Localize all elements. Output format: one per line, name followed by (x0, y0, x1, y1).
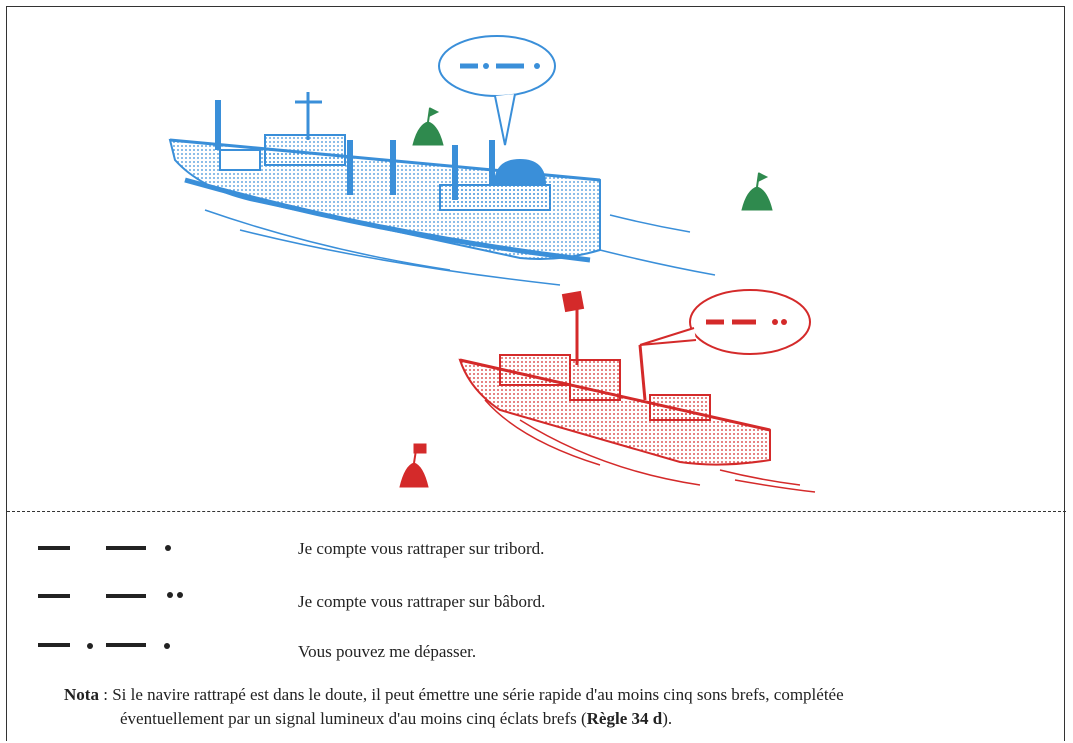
blue-ship (168, 92, 716, 286)
short-blast (164, 643, 170, 649)
short-blast (165, 545, 171, 551)
bubble-dot (781, 319, 787, 325)
nota-line-2: éventuellement par un signal lumineux d'… (64, 707, 1024, 731)
legend-row-tribord: Je compte vous rattraper sur tribord. (0, 535, 1073, 565)
short-blast (177, 592, 183, 598)
bubble-dot (772, 319, 778, 325)
green-buoy (741, 172, 773, 211)
legend-text-tribord: Je compte vous rattraper sur tribord. (298, 539, 545, 558)
illustration-scene (168, 35, 816, 493)
nota-line-2-b: ). (662, 709, 673, 728)
sound-signal-depasser (38, 643, 170, 649)
red-ship (458, 290, 816, 493)
nota-line-1: Si le navire rattrapé est dans le doute,… (112, 685, 844, 704)
sound-signal-tribord (38, 545, 171, 551)
red-ship-bubble (639, 289, 811, 355)
red-buoy (399, 443, 429, 488)
bubble-dot (534, 63, 540, 69)
nota-paragraph: Nota : Si le navire rattrapé est dans le… (64, 683, 1024, 731)
legend-row-babord: Je compte vous rattraper sur bâbord. (0, 588, 1073, 618)
legend-row-depasser: Vous pouvez me dépasser. (0, 638, 1073, 668)
blue-ship-bubble (438, 35, 556, 146)
figure-frame (6, 6, 1065, 741)
legend-text-depasser: Vous pouvez me dépasser. (298, 642, 477, 661)
nota-separator: : (98, 685, 113, 704)
nota-rule-reference: Règle 34 d (586, 709, 663, 728)
nota-label: Nota (64, 685, 99, 704)
short-blast (167, 592, 173, 598)
nota-line-2-a: éventuellement par un signal lumineux d'… (120, 709, 587, 728)
green-buoy (412, 107, 444, 146)
bubble-dot (483, 63, 489, 69)
legend-text-babord: Je compte vous rattraper sur bâbord. (298, 592, 546, 611)
sound-signal-babord (38, 592, 183, 598)
short-blast (87, 643, 93, 649)
dashed-divider (7, 511, 1066, 512)
